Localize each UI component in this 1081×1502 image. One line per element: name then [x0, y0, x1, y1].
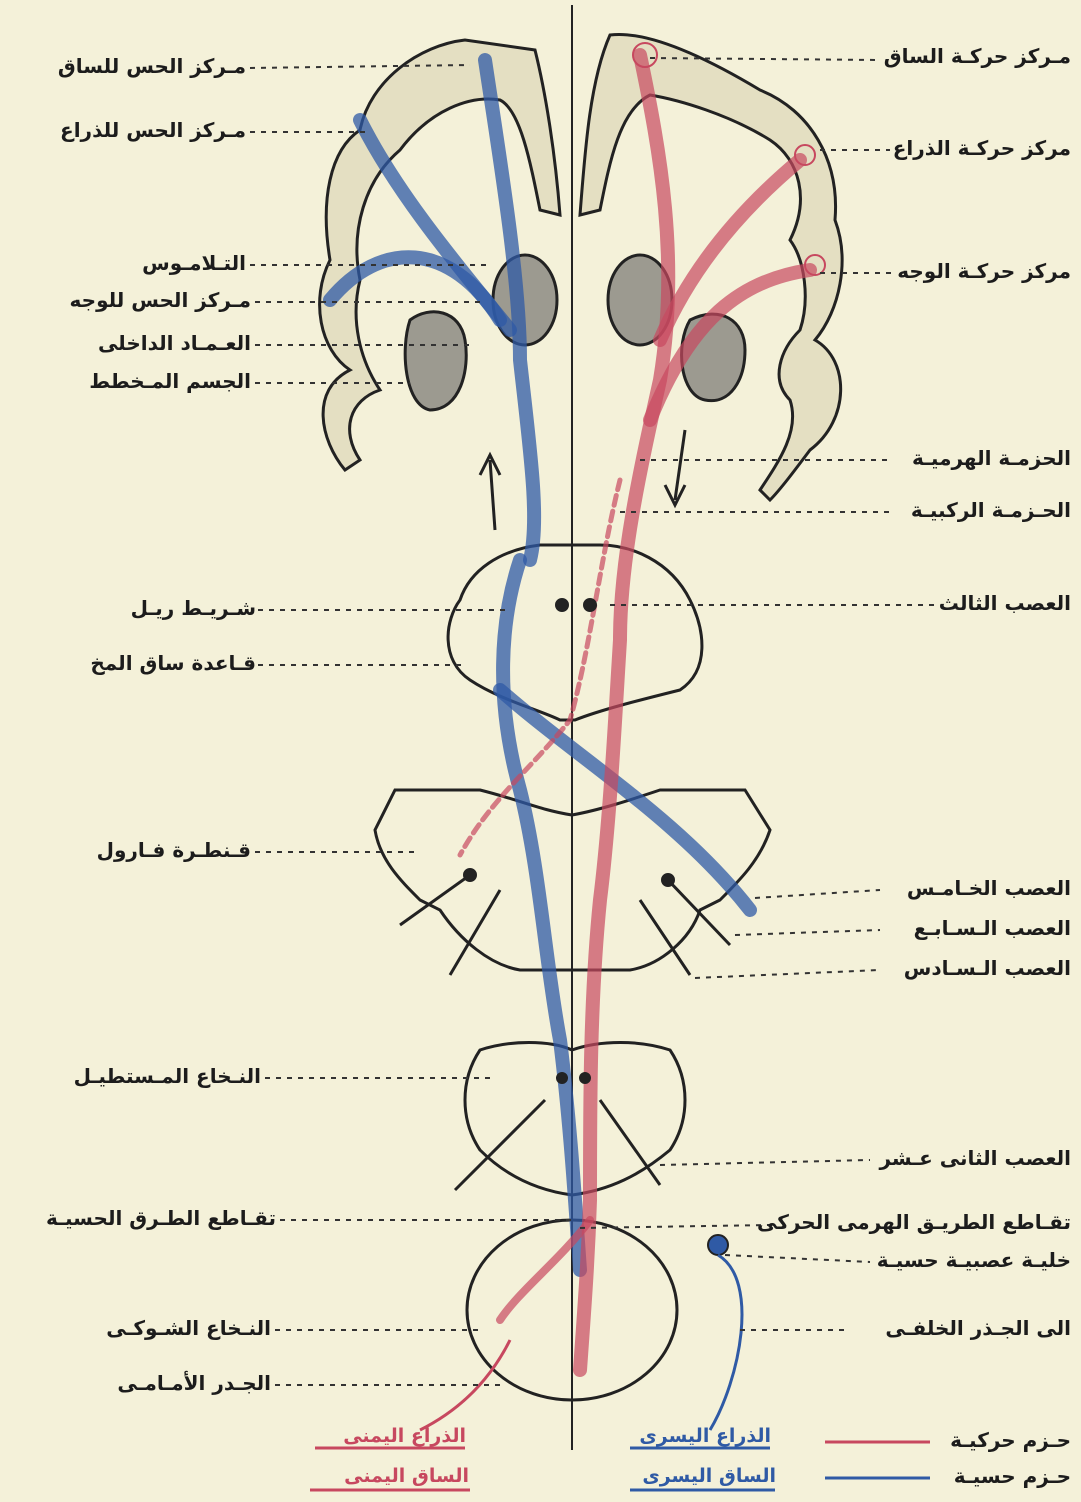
legend-sensory-label: حـزم حسيـة: [954, 1464, 1071, 1488]
sensory-lemniscus: [503, 560, 580, 1270]
label-fifth-nerve: العصب الخـامـس: [907, 876, 1071, 900]
cell-markers: [464, 43, 825, 1255]
label-sixth-nerve: العصب الـسـادس: [904, 956, 1071, 980]
arrow-descending: [665, 430, 685, 505]
label-right-arm: الذراع اليمنى: [343, 1425, 466, 1447]
nucleus-dot-1: [556, 599, 568, 611]
nerve-arrow-medulla-left: [455, 1100, 545, 1190]
posterior-root-sensory: [710, 1255, 742, 1430]
arrow-ascending: [480, 455, 500, 530]
label-pyramidal-tract: الحزمـة الهرميـة: [912, 446, 1071, 470]
motor-tract-arm: [660, 160, 800, 340]
label-geniculate-tract: الحـزمـة الركبيـة: [911, 498, 1071, 522]
label-spinal-cord: النـخاع الشـوكـى: [106, 1316, 271, 1340]
label-sensory-arm-center: مـركز الحس للذراع: [60, 118, 246, 142]
label-anterior-root: الجـدر الأمـامـى: [117, 1371, 271, 1395]
label-motor-leg-center: مـركز حركـة الساق: [884, 44, 1071, 68]
label-sensory-leg-center: مـركز الحس للساق: [58, 54, 246, 78]
label-sensory-face-center: مـركز الحس للوجه: [70, 288, 251, 312]
nucleus-dot-5: [557, 1073, 567, 1083]
label-to-posterior-root: الى الجـذر الخلفـى: [885, 1316, 1071, 1340]
legend-motor-label: حـزم حركيـة: [950, 1428, 1071, 1452]
sensory-ganglion-cell-marker: [708, 1235, 728, 1255]
nucleus-dot-6: [580, 1073, 590, 1083]
label-reil-band: شـريـط ريـل: [131, 596, 256, 620]
left-striatum: [405, 312, 466, 410]
label-right-leg: الساق اليمنى: [344, 1465, 469, 1487]
cerebrum: [320, 34, 842, 500]
label-motor-face-center: مركز حركـة الوجه: [897, 259, 1071, 283]
label-internal-capsule: العـمـاد الداخلى: [98, 331, 251, 355]
nerve-arrow-pons-right: [668, 880, 730, 945]
nucleus-dot-2: [584, 599, 596, 611]
label-pons-varolii: قـنطـرة فـارول: [97, 838, 251, 862]
nerve-arrow-medulla-right: [600, 1100, 660, 1185]
label-sensory-ganglion-cell: خليـة عصبيـة حسيـة: [877, 1248, 1071, 1272]
label-corpus-striatum: الجسم المـخطط: [89, 369, 251, 393]
label-sensory-decussation: تقـاطع الطـرق الحسيـة: [46, 1206, 276, 1230]
label-left-arm: الذراع اليسرى: [639, 1425, 771, 1447]
nerve-arrow-pons-left: [400, 875, 470, 925]
label-seventh-nerve: العصب الـسـابـع: [914, 916, 1071, 940]
label-motor-arm-center: مركز حركـة الذراع: [893, 136, 1071, 160]
label-left-leg: الساق اليسرى: [642, 1465, 776, 1487]
label-brainstem-base: قـاعدة ساق المخ: [90, 651, 256, 675]
label-medulla-oblongata: النـخاع المـستطيـل: [74, 1064, 261, 1088]
label-thalamus: التـلامـوس: [142, 251, 246, 275]
label-twelfth-nerve: العصب الثانى عـشر: [879, 1146, 1071, 1170]
right-striatum: [682, 314, 745, 401]
label-pyramidal-decussation: تقـاطع الطريـق الهرمى الحركى: [757, 1210, 1071, 1234]
label-third-nerve: العصب الثالث: [939, 591, 1071, 615]
